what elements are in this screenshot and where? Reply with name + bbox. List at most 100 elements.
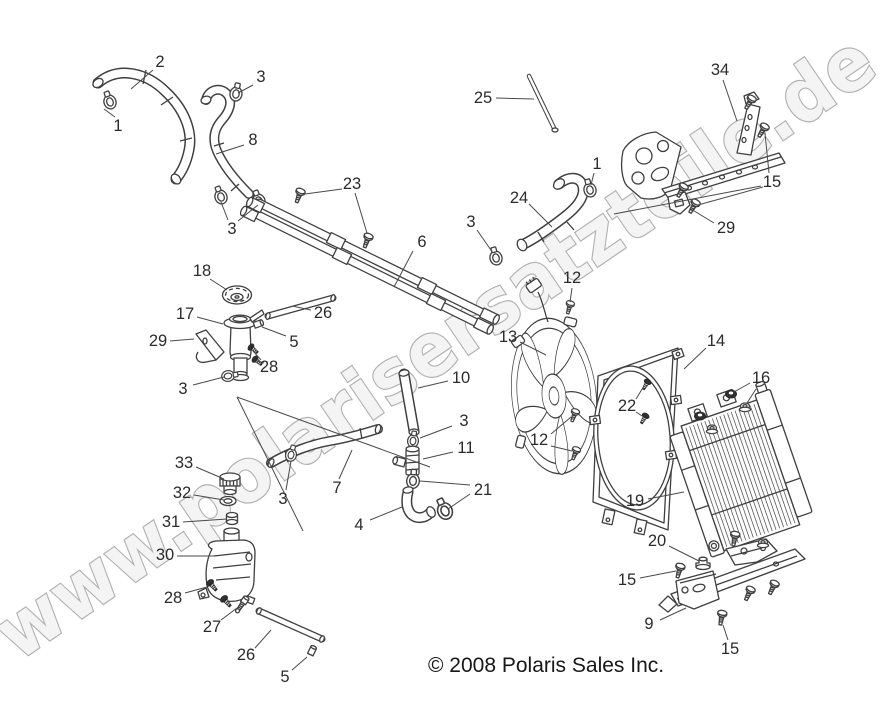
leader-line — [184, 586, 208, 594]
part-callout-7: 7 — [332, 479, 341, 497]
part-callout-30: 30 — [156, 546, 174, 564]
tube-26-lower — [255, 607, 326, 643]
leader-line — [236, 396, 431, 468]
leader-line — [550, 416, 572, 435]
cooling-fan-13 — [510, 276, 603, 476]
filler-neck-17 — [223, 309, 265, 382]
grommet-a — [694, 411, 706, 421]
leader-line — [722, 79, 738, 122]
leader-line — [495, 97, 535, 100]
part-callout-29a: 29 — [149, 332, 167, 350]
leader-line — [422, 451, 454, 460]
leader-line — [746, 388, 757, 404]
part-callout-12b: 12 — [530, 431, 548, 449]
leader-line — [291, 305, 312, 311]
part-callout-28a: 28 — [260, 358, 278, 376]
leader-line — [764, 132, 770, 174]
leader-line — [697, 186, 764, 206]
part-callout-15c: 15 — [618, 571, 636, 589]
part-callout-26a: 26 — [314, 304, 332, 322]
nut-16 — [738, 402, 752, 413]
part-callout-3c: 3 — [466, 213, 475, 231]
leader-line — [528, 203, 553, 228]
part-callout-24: 24 — [510, 189, 528, 207]
leader-line — [635, 385, 645, 400]
part-callout-23: 23 — [343, 175, 361, 193]
part-callout-10: 10 — [452, 369, 470, 387]
part-callout-3f: 3 — [459, 412, 468, 430]
leader-line — [215, 144, 245, 155]
part-callout-3b: 3 — [227, 220, 236, 238]
leader-line — [635, 411, 643, 417]
leader-line — [254, 629, 272, 649]
diagram-art — [92, 67, 813, 657]
part-callout-3d: 3 — [178, 380, 187, 398]
part-callout-16: 16 — [752, 369, 770, 387]
plug-31 — [225, 511, 239, 526]
leader-line — [447, 493, 471, 510]
leader-line — [195, 466, 225, 480]
part-callout-3e: 3 — [278, 490, 287, 508]
leader-line — [733, 382, 751, 393]
part-callout-26b: 26 — [237, 646, 255, 664]
leader-line — [304, 188, 343, 195]
radiator-19 — [669, 380, 813, 558]
leader-line — [519, 341, 547, 356]
part-callout-29b: 29 — [717, 219, 735, 237]
leader-line — [550, 445, 573, 452]
part-callout-32: 32 — [173, 484, 191, 502]
leader-line — [237, 84, 254, 94]
leader-line — [369, 506, 403, 521]
leader-line — [261, 326, 287, 337]
fitting-5-lower — [306, 644, 318, 657]
leader-line — [193, 494, 225, 501]
fitting-27 — [234, 595, 250, 614]
leader-line — [668, 545, 700, 562]
part-callout-9: 9 — [644, 615, 653, 633]
leader-line — [639, 570, 677, 579]
leader-line — [419, 480, 471, 486]
part-callout-31: 31 — [162, 513, 180, 531]
washer-32-hole — [223, 498, 233, 504]
leader-line — [393, 250, 414, 288]
copyright-text: © 2008 Polaris Sales Inc. — [428, 654, 664, 677]
part-callout-20: 20 — [648, 532, 666, 550]
leader-line — [196, 316, 224, 325]
fitting-5-upper — [252, 319, 265, 329]
part-callout-22: 22 — [618, 397, 636, 415]
grommet-20 — [695, 556, 711, 571]
capnut-rail — [756, 538, 770, 549]
leader-line — [237, 204, 259, 222]
part-callout-4: 4 — [354, 516, 363, 534]
part-callout-27: 27 — [203, 618, 221, 636]
part-callout-6: 6 — [417, 233, 426, 251]
leader-line — [338, 449, 353, 480]
filler-cap-18 — [221, 285, 253, 305]
part-callout-5b: 5 — [280, 668, 289, 686]
part-callout-3a: 3 — [256, 68, 265, 86]
part-callout-15a: 15 — [763, 173, 781, 191]
part-callout-25: 25 — [474, 89, 492, 107]
part-callout-14: 14 — [707, 332, 725, 350]
leader-line — [569, 287, 573, 303]
part-callout-11: 11 — [457, 439, 474, 457]
leader-line — [256, 360, 265, 364]
part-callout-1b: 1 — [592, 155, 601, 173]
part-callout-34: 34 — [711, 61, 729, 79]
bracket-9 — [675, 570, 720, 610]
part-callout-33: 33 — [175, 454, 193, 472]
leader-line — [476, 229, 494, 254]
part-callout-12a: 12 — [563, 269, 581, 287]
part-callout-2: 2 — [155, 53, 164, 71]
bracket-29-left — [195, 329, 225, 364]
part-callout-17: 17 — [176, 305, 194, 323]
leader-line — [285, 460, 292, 491]
leader-line — [590, 172, 595, 186]
leader-line — [220, 607, 238, 621]
part-callout-13: 13 — [499, 328, 517, 346]
part-callout-19: 19 — [626, 492, 644, 510]
twin-hose-6 — [239, 196, 500, 335]
